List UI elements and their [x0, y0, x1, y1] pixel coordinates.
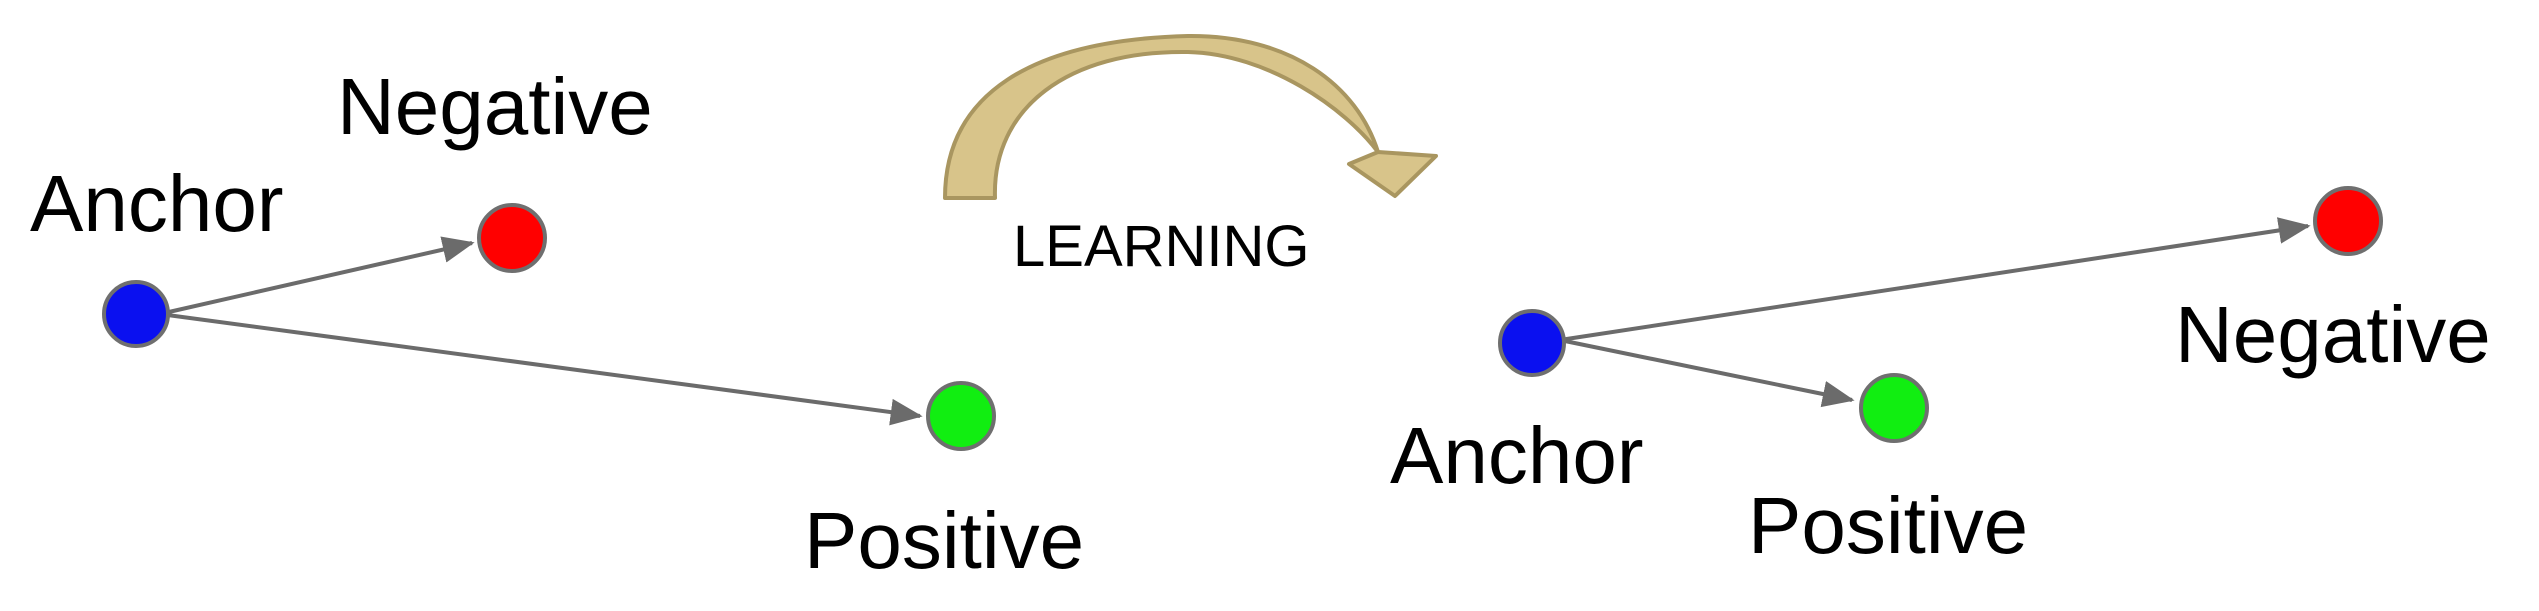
before-anchor-label: Anchor	[30, 159, 283, 248]
before-panel: Anchor Negative Positive	[30, 62, 1084, 585]
before-anchor-to-positive-edge	[159, 312, 923, 426]
before-positive-node	[926, 381, 996, 451]
after-anchor-label: Anchor	[1390, 411, 1643, 500]
after-negative-label: Negative	[2175, 290, 2491, 379]
after-panel: Anchor Negative Positive	[1390, 186, 2491, 570]
after-positive-node	[1859, 373, 1929, 443]
after-positive-label: Positive	[1748, 481, 2028, 570]
curved-arrow-icon	[943, 33, 1438, 200]
learning-label: LEARNING	[1013, 214, 1310, 279]
before-anchor-to-negative-edge	[159, 236, 475, 316]
before-negative-label: Negative	[337, 62, 653, 151]
before-negative-node	[477, 203, 547, 273]
learning-transition: LEARNING	[943, 33, 1438, 279]
after-negative-node	[2313, 186, 2383, 256]
after-anchor-to-positive-edge	[1559, 338, 1855, 408]
after-anchor-node	[1498, 309, 1566, 377]
after-anchor-to-negative-edge	[1559, 217, 2311, 342]
before-anchor-node	[102, 280, 170, 348]
before-positive-label: Positive	[804, 496, 1084, 585]
